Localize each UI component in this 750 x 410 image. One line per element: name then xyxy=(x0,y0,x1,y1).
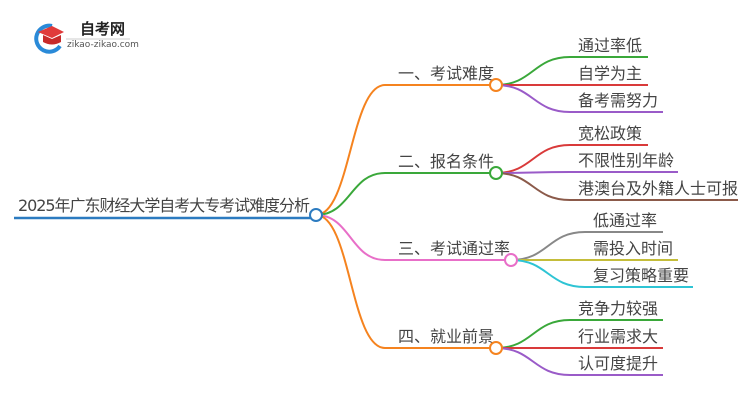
leaf-topic[interactable]: 备考需努力 xyxy=(578,91,658,110)
branch-topic[interactable]: 二、报名条件 xyxy=(398,152,494,171)
branch-collapse-toggle[interactable] xyxy=(489,341,503,355)
leaf-connector xyxy=(495,84,571,113)
leaf-connector xyxy=(510,259,586,288)
leaf-topic[interactable]: 宽松政策 xyxy=(578,124,642,143)
branch-topic[interactable]: 四、就业前景 xyxy=(398,327,494,346)
leaf-topic[interactable]: 低通过率 xyxy=(593,211,657,230)
leaf-connector xyxy=(495,171,571,174)
leaf-topic[interactable]: 不限性别年龄 xyxy=(578,151,674,170)
branch-topic[interactable]: 三、考试通过率 xyxy=(398,239,510,258)
root-collapse-toggle[interactable] xyxy=(309,208,323,222)
logo: 自考网 zikao-zikao.com xyxy=(34,20,139,54)
branch-connector xyxy=(315,84,386,216)
branch-collapse-toggle[interactable] xyxy=(504,253,518,267)
logo-ring-icon xyxy=(34,23,62,54)
root-topic[interactable]: 2025年广东财经大学自考大专考试难度分析 xyxy=(18,196,310,215)
branch-connector xyxy=(315,214,386,349)
leaf-topic[interactable]: 自学为主 xyxy=(578,64,642,83)
logo-url: zikao-zikao.com xyxy=(67,40,139,50)
leaf-connector xyxy=(495,347,571,376)
leaf-topic[interactable]: 行业需求大 xyxy=(578,327,658,346)
leaf-connector xyxy=(495,56,571,86)
leaf-connector xyxy=(510,231,586,261)
logo-title: 自考网 xyxy=(80,20,125,38)
leaf-connector xyxy=(495,144,571,174)
branch-connector xyxy=(315,172,386,216)
leaf-topic[interactable]: 竞争力较强 xyxy=(578,299,658,318)
branch-connector xyxy=(315,214,386,261)
branch-collapse-toggle[interactable] xyxy=(489,166,503,180)
leaf-topic[interactable]: 通过率低 xyxy=(578,36,642,55)
cap-base xyxy=(43,35,61,45)
leaf-connector xyxy=(495,172,571,201)
leaf-topic[interactable]: 认可度提升 xyxy=(578,354,658,373)
branch-collapse-toggle[interactable] xyxy=(489,78,503,92)
leaf-topic[interactable]: 复习策略重要 xyxy=(593,266,689,285)
graduation-cap-icon xyxy=(38,26,64,38)
leaf-topic[interactable]: 需投入时间 xyxy=(593,239,673,258)
leaf-topic[interactable]: 港澳台及外籍人士可报 xyxy=(578,179,738,198)
leaf-connector xyxy=(495,319,571,349)
branch-topic[interactable]: 一、考试难度 xyxy=(398,64,494,83)
